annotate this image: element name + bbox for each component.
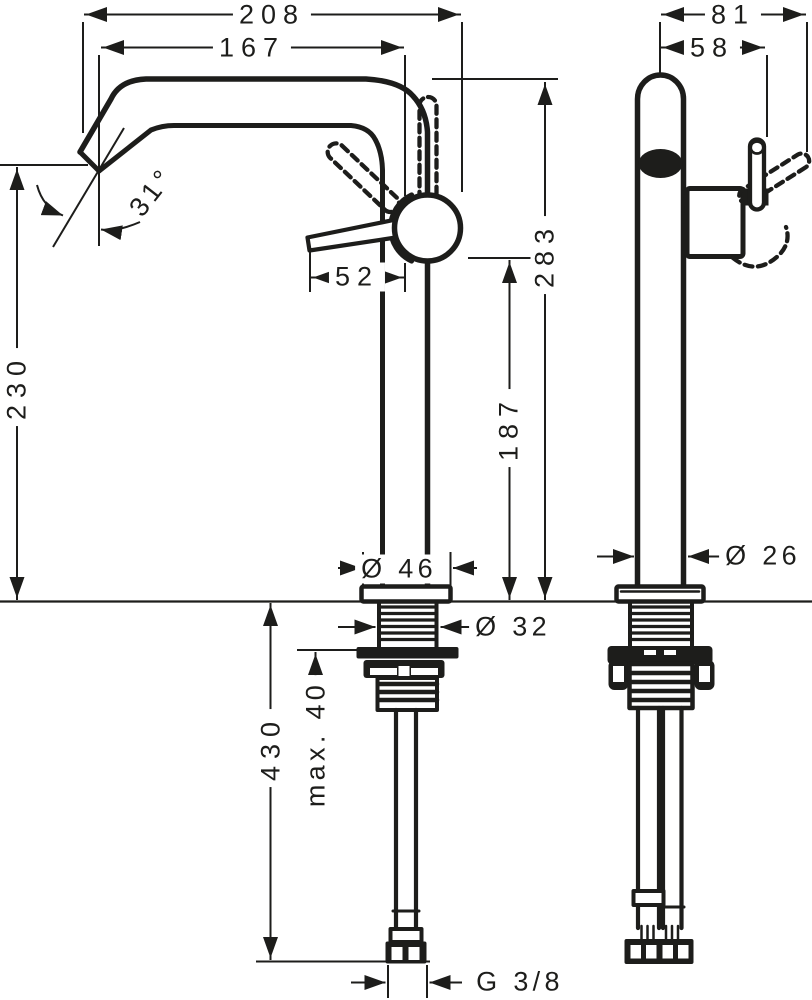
fitting-window bbox=[391, 947, 403, 960]
nut-slot bbox=[644, 650, 656, 655]
dim-spout-reach-total-label: 208 bbox=[232, 0, 312, 30]
dim-outlet-height-label: 230 bbox=[2, 347, 32, 427]
dimension-lines bbox=[0, 6, 812, 998]
shank-threads-front bbox=[377, 605, 439, 642]
handle-dashed-diagonal bbox=[325, 141, 402, 215]
base-flange-front bbox=[359, 584, 453, 604]
nut-slot bbox=[411, 668, 438, 675]
hoses-side bbox=[635, 705, 684, 931]
fitting-window bbox=[630, 945, 641, 959]
dim-spout-reach-label: 167 bbox=[212, 33, 292, 63]
handle-lever bbox=[305, 217, 402, 253]
dim-depth-handle-label: 58 bbox=[683, 33, 741, 63]
spout-inner-edge bbox=[96, 123, 385, 591]
handle-hub-side bbox=[684, 186, 746, 259]
dim-handle-height-label: 187 bbox=[494, 388, 524, 468]
fitting-window bbox=[646, 945, 657, 959]
dim-hose-length-label: 430 bbox=[256, 708, 286, 788]
nut-notch bbox=[398, 666, 410, 680]
fitting-window bbox=[662, 945, 673, 959]
handle-dashed-arc-side bbox=[730, 224, 790, 269]
nut-slot bbox=[664, 650, 676, 655]
dim-connection-thread-label: G 3/8 bbox=[470, 967, 570, 997]
mounting-nut-side bbox=[607, 646, 713, 664]
wing-window bbox=[613, 666, 624, 682]
dim-handle-length-label: 52 bbox=[328, 262, 386, 292]
spout-outlet-face bbox=[77, 149, 102, 174]
fitting-window bbox=[408, 947, 420, 960]
shank-threads-side bbox=[628, 605, 694, 642]
handle-pivot bbox=[391, 192, 464, 264]
dim-max-thickness-label: max. 40 bbox=[301, 674, 331, 814]
hose-collar-front bbox=[388, 927, 424, 944]
aerator-outlet bbox=[638, 149, 683, 178]
nut-slot bbox=[370, 668, 397, 675]
fitting-hex-ticks bbox=[640, 924, 680, 941]
dim-column-diameter-label: Ø 26 bbox=[719, 541, 807, 571]
lever-pin-side bbox=[747, 137, 767, 212]
tail-threads-front bbox=[375, 681, 440, 703]
angle-leader-left bbox=[36, 184, 64, 217]
hose-front bbox=[393, 707, 419, 933]
lever-pin-cap bbox=[749, 140, 765, 155]
dim-depth-total-label: 81 bbox=[704, 0, 762, 30]
handle-dashed-raised-side bbox=[737, 151, 812, 206]
hose-collar-side bbox=[631, 889, 666, 907]
dim-base-diameter-label: Ø 46 bbox=[355, 554, 443, 584]
front-view-faucet bbox=[77, 76, 464, 964]
column-side bbox=[634, 72, 687, 591]
side-view-faucet bbox=[607, 72, 812, 964]
dim-total-height-label: 283 bbox=[530, 215, 560, 295]
angle-leader-right bbox=[100, 221, 141, 241]
wing-window bbox=[699, 666, 710, 682]
fitting-window bbox=[678, 945, 689, 959]
tail-threads-side bbox=[627, 670, 695, 703]
spout-outer-edge bbox=[77, 76, 431, 591]
base-flange-side bbox=[614, 584, 706, 604]
horseshoe-washer-front bbox=[356, 647, 459, 659]
dim-shank-diameter-label: Ø 32 bbox=[469, 612, 557, 642]
angle-reference-line bbox=[52, 127, 125, 248]
